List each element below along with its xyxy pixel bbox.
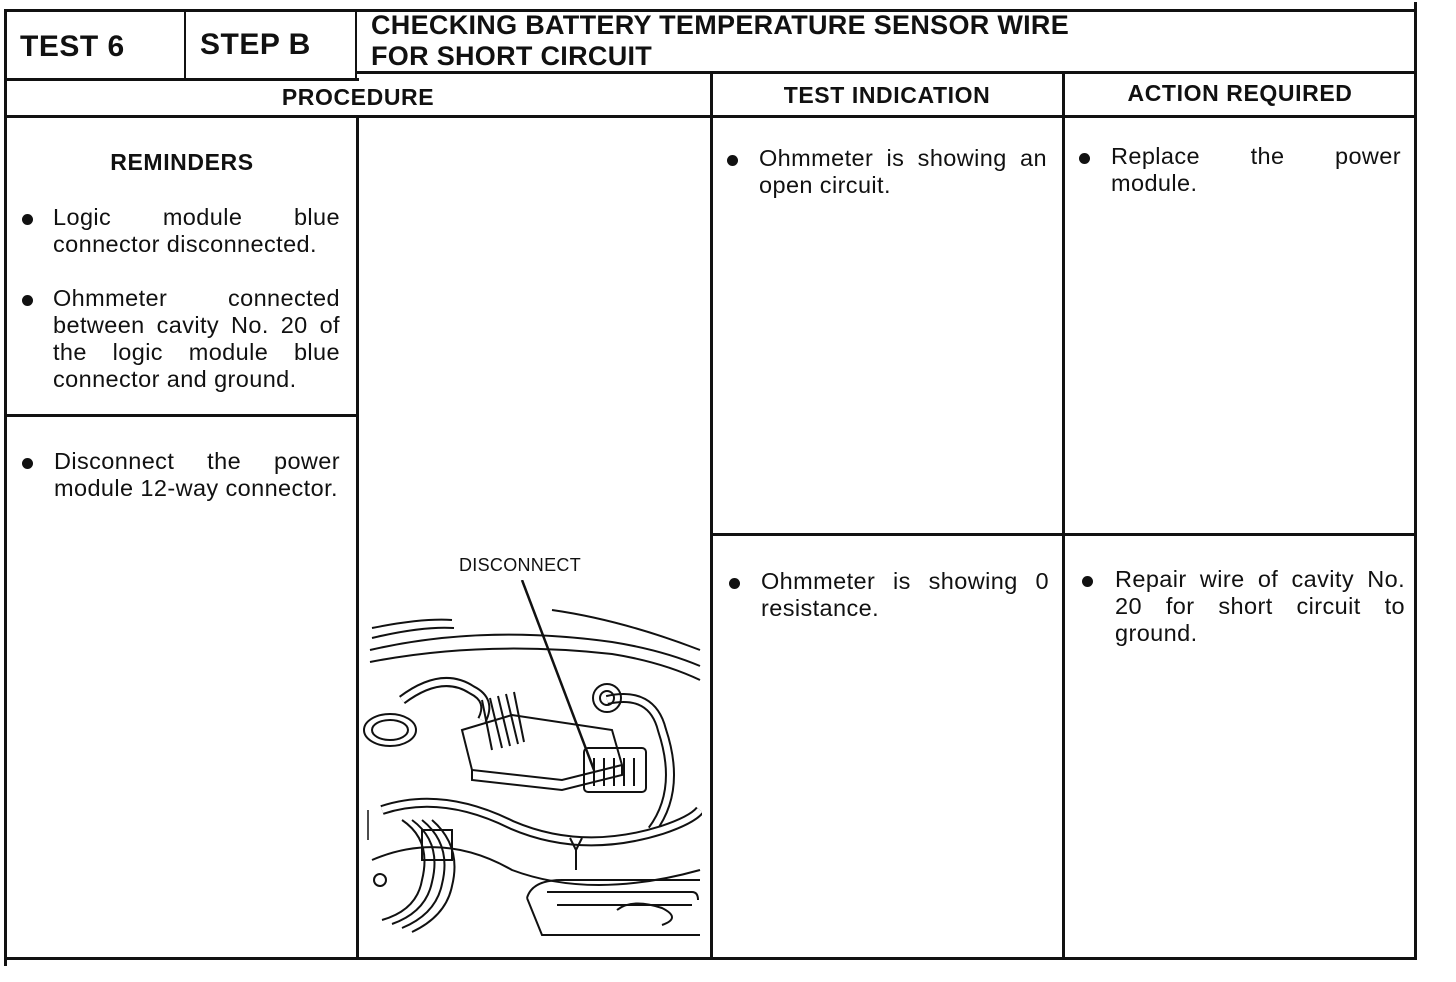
test-number: TEST 6	[20, 30, 125, 63]
page-title-line-2: FOR SHORT CIRCUIT	[371, 41, 653, 71]
action-required-cell: Replace the power module.	[1111, 143, 1401, 196]
test-indication-column-header: TEST INDICATION	[783, 82, 991, 108]
reminders-heading: REMINDERS	[110, 149, 254, 175]
test-indication-cell: Ohmmeter is showing an open circuit.	[759, 145, 1047, 198]
procedure-divider	[710, 72, 713, 960]
engine-compartment-harness-illustration	[363, 580, 702, 936]
bullet-icon	[22, 458, 33, 469]
table-border-top	[4, 9, 1416, 12]
action-required-column-header: ACTION REQUIRED	[1127, 80, 1353, 106]
bullet-icon	[1082, 576, 1093, 587]
table-border-right	[1414, 2, 1417, 958]
reminders-bottom-line	[4, 414, 358, 417]
bullet-icon	[727, 155, 738, 166]
bullet-icon	[729, 578, 740, 589]
header-divider-2	[355, 9, 357, 81]
disconnect-callout-label: DISCONNECT	[459, 555, 582, 575]
table-border-left	[4, 9, 7, 966]
figure-left-divider	[356, 116, 359, 960]
procedure-step: Disconnect the power module 12-way conne…	[54, 448, 340, 501]
bullet-icon	[1079, 153, 1090, 164]
bullet-icon	[22, 214, 33, 225]
header-divider-1	[184, 9, 186, 81]
reminder-item: Ohmmeter connected between cavity No. 20…	[53, 285, 340, 392]
page-title-line-1: CHECKING BATTERY TEMPERATURE SENSOR WIRE	[371, 10, 1070, 40]
bullet-icon	[22, 295, 33, 306]
action-required-cell: Repair wire of cavity No. 20 for short c…	[1115, 566, 1405, 646]
indication-divider	[1062, 72, 1065, 960]
title-bottom-line	[355, 71, 1416, 74]
test-indication-cell: Ohmmeter is showing 0 resistance.	[761, 568, 1049, 621]
step-label: STEP B	[200, 28, 311, 61]
procedure-column-header: PROCEDURE	[281, 84, 435, 110]
reminder-item: Logic module blue connector disconnected…	[53, 204, 340, 257]
header-bottom-line	[4, 78, 359, 81]
row-divider	[711, 533, 1416, 536]
